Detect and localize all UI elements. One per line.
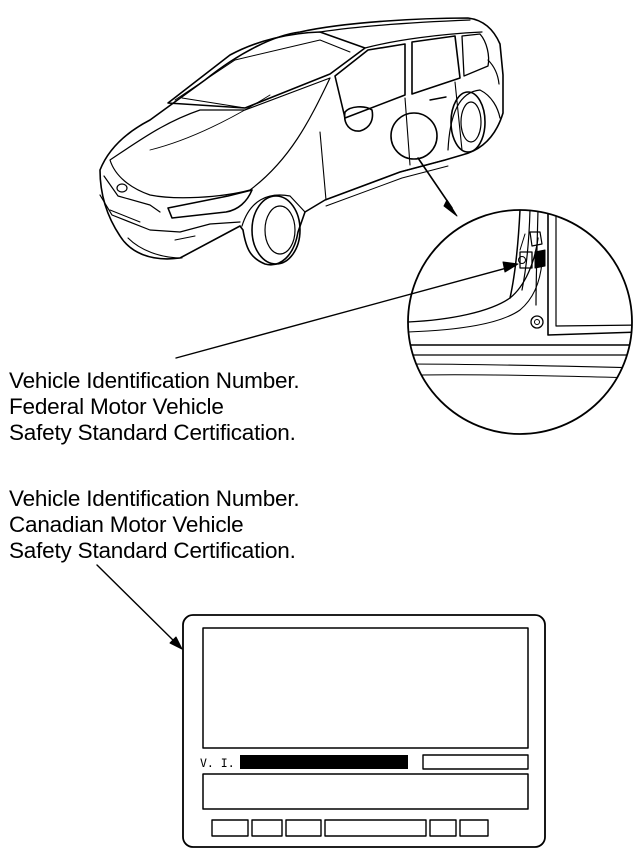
car-hood xyxy=(109,77,331,199)
car-front-wheel xyxy=(251,195,301,265)
vin-right-field xyxy=(422,754,529,770)
door-pillar-location-circle xyxy=(390,112,438,160)
canadian-callout-line-2: Canadian Motor Vehicle xyxy=(9,512,244,537)
car-rear-wheel xyxy=(450,91,486,153)
car-front-door-window xyxy=(334,43,406,119)
car-side-mirror xyxy=(343,106,374,132)
car-illustration xyxy=(99,17,504,266)
car-windshield xyxy=(167,31,366,109)
label-code-box xyxy=(429,819,457,837)
federal-callout-leader xyxy=(175,261,519,359)
certification-label-plate: V. I. N xyxy=(182,614,546,848)
label-code-boxes xyxy=(211,819,489,837)
label-lower-panel xyxy=(202,773,529,810)
magnified-pillar-view xyxy=(407,209,633,435)
car-headlight xyxy=(167,189,253,219)
federal-callout-line-2: Federal Motor Vehicle xyxy=(9,394,224,419)
label-plate-outline xyxy=(182,614,546,848)
magnified-view-circle xyxy=(407,209,633,435)
canadian-callout-text: Vehicle Identification Number. Canadian … xyxy=(9,486,300,564)
door-striker-bolt xyxy=(530,315,544,329)
vin-value-field xyxy=(240,755,408,769)
federal-callout-text: Vehicle Identification Number. Federal M… xyxy=(9,368,300,446)
car-logo xyxy=(116,183,128,193)
car-rear-door-window xyxy=(411,35,461,95)
label-code-box xyxy=(251,819,283,837)
canadian-callout-line-3: Safety Standard Certification. xyxy=(9,538,296,563)
detail-pointer-arrow xyxy=(417,157,458,217)
label-upper-panel xyxy=(202,627,529,749)
label-code-box xyxy=(459,819,489,837)
car-body-outline xyxy=(99,17,504,266)
pillar-label-sticker xyxy=(519,251,533,269)
canadian-callout-line-1: Vehicle Identification Number. xyxy=(9,486,300,511)
label-code-box xyxy=(285,819,322,837)
vin-prefix: V. I. N xyxy=(200,756,249,770)
federal-callout-line-3: Safety Standard Certification. xyxy=(9,420,296,445)
label-code-box xyxy=(211,819,249,837)
federal-callout-line-1: Vehicle Identification Number. xyxy=(9,368,300,393)
label-code-box xyxy=(324,819,427,837)
canadian-callout-leader xyxy=(96,564,183,650)
